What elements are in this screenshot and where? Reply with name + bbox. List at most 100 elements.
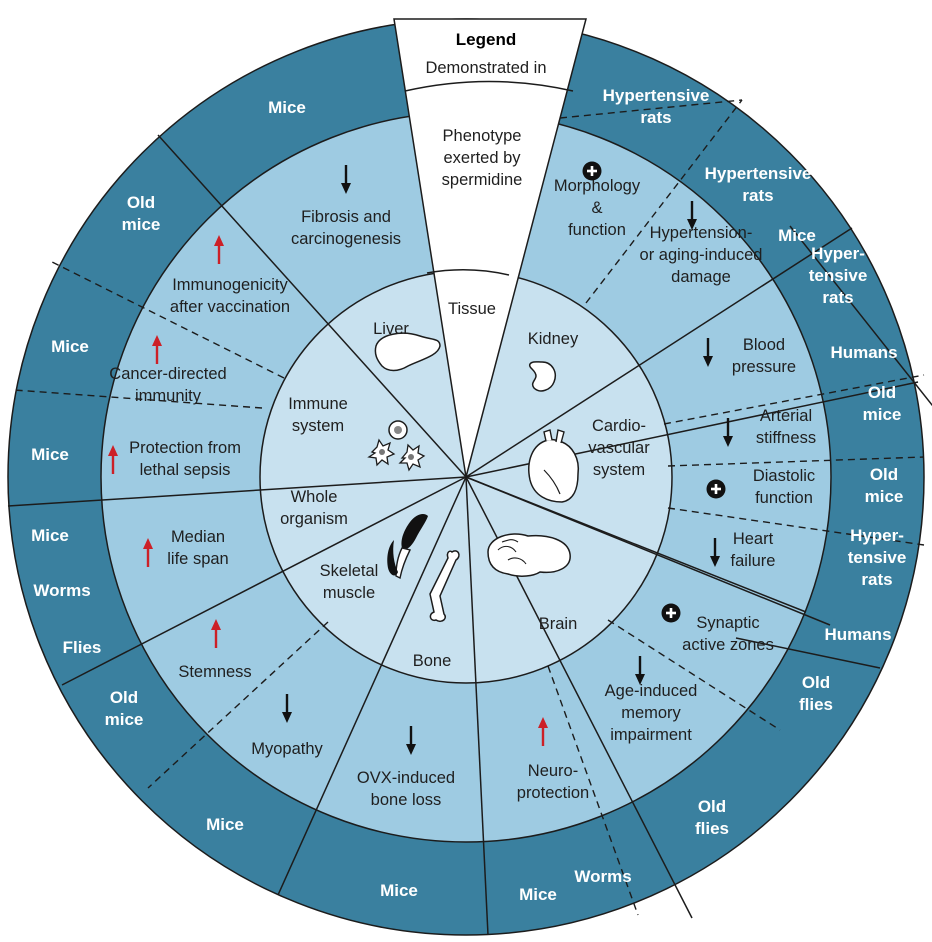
model-label-kidney-damage-rats: rats [742,186,773,205]
model-label-kidney-damage-rats: Hypertensive [705,164,812,183]
phenotype-label-synaptic-zones: active zones [682,636,774,654]
brain-icon [487,533,571,577]
tissue-label-whole-organism: organism [280,510,348,528]
phenotype-label-immunogenicity: after vaccination [170,298,290,316]
phenotype-label-fibrosis: carcinogenesis [291,230,401,248]
legend-title: Legend [456,30,516,49]
model-label-life-span-worms: Worms [33,581,90,600]
phenotype-label-diastolic-function: Diastolic [753,467,815,485]
phenotype-label-memory-impairment: Age-induced [605,682,698,700]
model-label-cancer-immunity: Mice [51,337,89,356]
model-label-heart-failure-rats: tensive [848,548,907,567]
tissue-icons [367,332,580,623]
tissue-label-cardiovascular: system [593,461,645,479]
phenotype-label-kidney-damage: damage [671,268,731,286]
model-label-arterial-stiffness: mice [863,405,902,424]
tissue-label-cardiovascular: vascular [588,439,650,457]
phenotype-label-kidney-function: function [568,221,626,239]
heart-icon [528,429,580,503]
phenotype-label-life-span: Median [171,528,225,546]
phenotype-label-sepsis-protection: Protection from [129,439,241,457]
plus-circle-icon [705,478,727,500]
model-label-blood-pressure-rats: Hyper- [811,244,865,263]
legend-middle-label: spermidine [442,171,523,189]
tissue-label-brain: Brain [539,615,578,633]
phenotype-label-life-span: life span [167,550,228,568]
model-label-immunogenicity: Old [127,193,155,212]
model-label-synaptic-zones: Old [802,673,830,692]
phenotype-label-neuroprotection: Neuro- [528,762,578,780]
legend-middle-label: exerted by [443,149,521,167]
phenotype-label-bone-loss: bone loss [371,791,442,809]
kidney-icon [528,361,556,392]
model-label-kidney-function: Hypertensive [603,86,710,105]
phenotype-label-kidney-damage: or aging-induced [640,246,763,264]
tissue-label-skeletal-muscle: Skeletal [320,562,379,580]
phenotype-label-arterial-stiffness: Arterial [760,407,812,425]
liver-icon [374,332,441,372]
phenotype-label-heart-failure: failure [731,552,776,570]
model-label-kidney-function: rats [640,108,671,127]
legend-wedge [393,18,587,478]
immune-cells-icon [367,420,426,472]
phenotype-label-kidney-function: Morphology [554,177,641,195]
model-label-diastolic-function: mice [865,487,904,506]
model-label-neuroprotection-worms: Worms [574,867,631,886]
phenotype-label-immunogenicity: Immunogenicity [172,276,288,294]
model-label-life-span-flies: Flies [63,638,102,657]
phenotype-label-synaptic-zones: Synaptic [696,614,759,632]
legend-middle-label: Phenotype [443,127,522,145]
model-label-memory-impairment: Old [698,797,726,816]
sector-dividers [7,134,932,936]
muscle-icon [387,514,428,580]
model-label-blood-pressure-humans: Humans [830,343,897,362]
phenotype-label-fibrosis: Fibrosis and [301,208,391,226]
phenotype-label-sepsis-protection: lethal sepsis [140,461,231,479]
model-label-kidney-damage-mice: Mice [778,226,816,245]
model-label-synaptic-zones: flies [799,695,833,714]
model-label-stemness: mice [105,710,144,729]
phenotype-label-cancer-immunity: immunity [135,387,202,405]
model-label-arterial-stiffness: Old [868,383,896,402]
phenotype-label-blood-pressure: Blood [743,336,785,354]
tissue-label-kidney: Kidney [528,330,579,348]
tissue-label-whole-organism: Whole [291,488,338,506]
bone-icon [429,550,460,623]
model-label-fibrosis: Mice [268,98,306,117]
dashed-dividers [13,99,925,916]
model-label-blood-pressure-rats: rats [822,288,853,307]
phenotype-label-heart-failure: Heart [733,530,774,548]
tissue-label-liver: Liver [373,320,409,338]
model-label-blood-pressure-rats: tensive [809,266,868,285]
model-label-diastolic-function: Old [870,465,898,484]
model-label-life-span-mice: Mice [31,526,69,545]
phenotype-label-arterial-stiffness: stiffness [756,429,816,447]
phenotype-label-neuroprotection: protection [517,784,589,802]
phenotype-label-kidney-damage: Hypertension- [650,224,753,242]
phenotype-label-diastolic-function: function [755,489,813,507]
phenotype-label-bone-loss: OVX-induced [357,769,455,787]
tissue-label-skeletal-muscle: muscle [323,584,375,602]
tissue-label-immune-system: Immune [288,395,348,413]
model-label-heart-failure-rats: rats [861,570,892,589]
tissue-label-immune-system: system [292,417,344,435]
legend-inner-label: Tissue [448,300,496,318]
tissue-label-bone: Bone [413,652,452,670]
model-label-myopathy: Mice [206,815,244,834]
model-label-neuroprotection-mice: Mice [519,885,557,904]
plus-circle-icon [581,160,603,182]
phenotype-label-kidney-function: & [591,199,602,217]
phenotype-label-memory-impairment: impairment [610,726,692,744]
model-label-memory-impairment: flies [695,819,729,838]
model-label-immunogenicity: mice [122,215,161,234]
plus-circle-icon [660,602,682,624]
legend-outer-label: Demonstrated in [425,59,546,77]
model-label-stemness: Old [110,688,138,707]
tissue-label-cardiovascular: Cardio- [592,417,646,435]
model-label-heart-failure-rats: Hyper- [850,526,904,545]
phenotype-label-myopathy: Myopathy [251,740,323,758]
model-label-bone-loss: Mice [380,881,418,900]
phenotype-label-cancer-immunity: Cancer-directed [109,365,226,383]
